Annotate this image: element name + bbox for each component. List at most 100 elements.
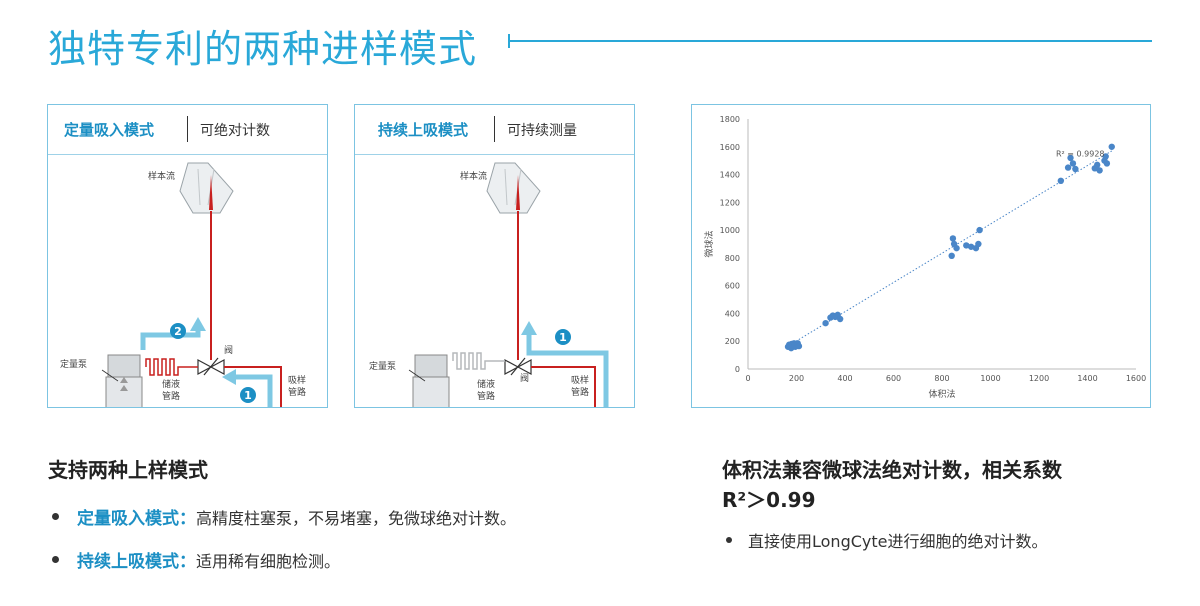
pump-top (107, 354, 141, 378)
list-item: 直接使用LongCyte进行细胞的绝对计数。 (726, 528, 1047, 552)
label-suction-line1: 吸样 (288, 374, 306, 386)
suction-line (531, 366, 596, 407)
quantitative-mode-diagram: 样本流 阀 储液 管路 吸样 管路 2 1 定量泵 (60, 162, 306, 407)
x-tick-label: 1600 (1126, 374, 1146, 383)
step-badge-1-text: 1 (244, 389, 252, 402)
panel-header: 定量吸入模式 可绝对计数 (48, 105, 327, 155)
bullet-text: 直接使用LongCyte进行细胞的绝对计数。 (748, 532, 1048, 551)
data-point (953, 244, 960, 252)
list-item: 持续上吸模式： 适用稀有细胞检测。 (52, 547, 340, 572)
data-point (1069, 160, 1077, 167)
bullet-dot-icon (52, 513, 59, 520)
label-suction-line1: 吸样 (571, 374, 589, 386)
tab-quantitative-mode: 定量吸入模式 (64, 121, 155, 139)
tab-continuous-mode: 持续上吸模式 (378, 121, 469, 139)
section-title-modes: 支持两种上样模式 (48, 458, 208, 482)
x-axis-label: 体积法 (928, 388, 955, 400)
panel-quantitative-mode: 定量吸入模式 可绝对计数 样本流 阀 储液 管路 吸样 管路 2 1 (47, 104, 328, 408)
storage-coil (145, 358, 198, 376)
chart-axes (747, 119, 1136, 370)
y-tick-label: 600 (725, 282, 740, 291)
x-tick-label: 1200 (1029, 374, 1049, 383)
pump-body (412, 376, 450, 407)
storage-coil (452, 352, 505, 370)
data-point (1094, 161, 1101, 169)
data-point (795, 342, 803, 350)
data-point (1096, 167, 1103, 174)
step-badge-2-text: 2 (174, 325, 182, 338)
title-rule-tick (508, 34, 510, 48)
flow-arrow-1-head (521, 321, 537, 335)
panel-subtitle: 可持续测量 (507, 123, 577, 139)
data-point (976, 226, 983, 234)
data-point (975, 240, 982, 248)
data-point (1103, 160, 1111, 167)
r-squared-annotation: R² = 0.9928 (1056, 150, 1105, 159)
x-tick-label: 400 (837, 374, 852, 383)
label-valve: 阀 (224, 345, 233, 356)
label-suction-line2: 管路 (571, 386, 589, 398)
data-point (1064, 164, 1072, 171)
valve-icon-stroke (203, 357, 219, 376)
panel-continuous-mode: 持续上吸模式 可持续测量 样本流 阀 储液 管路 吸样 管路 1 定量泵 (354, 104, 635, 408)
pump-pointer (408, 369, 426, 382)
label-pump: 定量泵 (369, 360, 396, 372)
flow-needle (516, 175, 520, 210)
bullet-key: 定量吸入模式： (77, 509, 196, 529)
y-tick-label: 1400 (720, 171, 740, 180)
data-point (836, 315, 844, 323)
step-badge-1-text: 1 (559, 331, 567, 344)
y-tick-label: 200 (725, 337, 740, 346)
x-tick-label: 800 (934, 374, 949, 383)
label-storage-line2: 管路 (477, 390, 495, 402)
bullet-dot-icon (52, 556, 59, 563)
pump-top (414, 354, 448, 378)
y-tick-label: 400 (725, 309, 740, 318)
data-point (963, 242, 970, 249)
suction-line (224, 366, 282, 407)
data-point (1102, 153, 1109, 160)
flow-cell-shape (486, 162, 541, 214)
flow-arrow-1-head (222, 369, 236, 385)
flow-cell-shape (179, 162, 234, 214)
data-point (948, 252, 955, 260)
pump-up-arrows-icon (120, 377, 128, 391)
data-point (1067, 154, 1074, 162)
bullet-text: 适用稀有细胞检测。 (196, 551, 341, 571)
panel-header: 持续上吸模式 可持续测量 (355, 105, 634, 155)
flow-arrow-2-head (190, 317, 206, 331)
label-storage-line2: 管路 (162, 390, 180, 402)
bullet-text: 高精度柱塞泵，不易堵塞，免微球绝对计数。 (196, 508, 517, 528)
label-storage-line1: 储液 (477, 378, 495, 390)
y-axis-label: 微球法 (703, 230, 715, 257)
header-separator (494, 116, 495, 142)
x-tick-label: 1400 (1077, 374, 1097, 383)
label-valve: 阀 (520, 373, 529, 384)
data-point (967, 243, 975, 250)
data-point (830, 313, 838, 320)
flow-arrow-1 (234, 374, 273, 407)
label-storage-line1: 储液 (162, 378, 180, 390)
label-sample-flow: 样本流 (460, 170, 487, 182)
valve-icon-stroke (510, 357, 526, 376)
page-title: 独特专利的两种进样模式 (48, 27, 478, 71)
pump-pointer (101, 369, 119, 382)
data-point (949, 235, 957, 242)
list-item: 定量吸入模式： 高精度柱塞泵，不易堵塞，免微球绝对计数。 (52, 504, 516, 529)
trendline (786, 150, 1113, 348)
data-point (1072, 165, 1079, 173)
bullet-dot-icon (726, 537, 732, 543)
flow-arrow-1 (526, 333, 609, 407)
section-title-correlation: 体积法兼容微球法绝对计数，相关系数 (722, 458, 1062, 482)
x-tick-label: 0 (745, 374, 750, 383)
label-pump: 定量泵 (60, 358, 87, 370)
y-tick-label: 800 (725, 254, 740, 263)
data-points (784, 143, 1115, 352)
step-badge-1 (240, 387, 256, 403)
section-title-r2: R²＞0.99 (722, 488, 816, 512)
data-point (1057, 177, 1065, 185)
